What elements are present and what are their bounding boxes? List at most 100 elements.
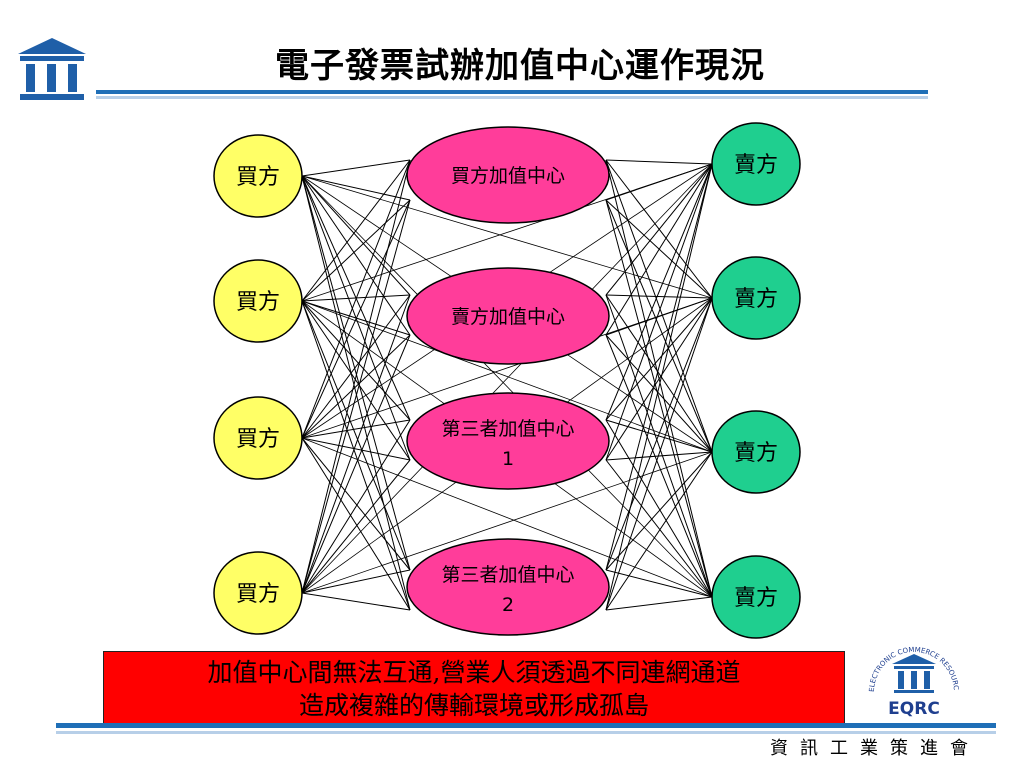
title-divider-shadow: [96, 96, 928, 99]
buyer-hub-line: [301, 592, 411, 611]
hub-seller-line: [605, 159, 713, 165]
buyer-hub-line: [301, 294, 411, 439]
seller-circle: [711, 410, 801, 494]
buyer-hub-line: [301, 199, 411, 594]
seller-node: 賣方: [711, 122, 801, 206]
hub-seller-line: [605, 334, 713, 453]
buyer-node: 買方: [213, 396, 303, 480]
buyer-hub-line: [301, 159, 411, 302]
buyer-circle: [213, 551, 303, 635]
buyer-hub-line: [301, 175, 411, 571]
seller-node: 賣方: [711, 555, 801, 639]
buyer-hub-line: [301, 569, 411, 594]
seller-circle: [711, 256, 801, 340]
buyer-hub-line: [301, 300, 411, 571]
hub-label-line2: 2: [502, 594, 514, 616]
buyer-hub-line: [301, 459, 411, 594]
hub-seller-line: [605, 199, 713, 598]
hub-seller-line: [605, 419, 713, 598]
buyer-node: 買方: [213, 134, 303, 218]
buyer-seller-line: [301, 175, 713, 598]
buyer-hub-line: [301, 419, 411, 439]
value-added-center-node: 買方加值中心: [406, 126, 610, 224]
buyer-seller-line: [301, 163, 713, 594]
value-added-center-node: 賣方加值中心: [406, 267, 610, 365]
seller-label: 賣方: [734, 441, 778, 466]
buyer-hub-line: [301, 437, 411, 461]
note-line-1: 加值中心間無法互通,營業人須透過不同連網通道: [207, 658, 741, 687]
buyer-hub-line: [301, 175, 411, 201]
buyer-circle: [213, 134, 303, 218]
hub-seller-line: [605, 163, 713, 461]
buyer-circle: [213, 259, 303, 343]
hub-seller-line: [605, 159, 713, 299]
hub-seller-line: [605, 159, 713, 453]
buyer-label: 買方: [236, 427, 280, 452]
seller-node: 賣方: [711, 256, 801, 340]
institute-logo: [18, 38, 86, 100]
buyer-hub-line: [301, 419, 411, 594]
hub-seller-line: [605, 451, 713, 571]
seller-label: 賣方: [734, 287, 778, 312]
hub-ellipse: [406, 392, 610, 490]
buyer-hub-line: [301, 199, 411, 439]
hub-label-line2: 1: [502, 448, 514, 470]
buyer-hub-line: [301, 300, 411, 421]
hub-seller-line: [605, 419, 713, 453]
buyer-hub-line: [301, 334, 411, 594]
hub-ellipse: [406, 126, 610, 224]
value-added-center-node: 第三者加值中心 2: [406, 538, 610, 636]
buyer-node: 買方: [213, 259, 303, 343]
note-line-2: 造成複雜的傳輸環境或形成孤島: [298, 691, 649, 720]
buyer-hub-line: [301, 300, 411, 461]
buyer-hub-line: [301, 334, 411, 439]
buyer-circle: [213, 396, 303, 480]
seller-circle: [711, 122, 801, 206]
hub-label-line1: 買方加值中心: [451, 165, 565, 187]
hub-seller-line: [605, 163, 713, 201]
hub-ellipse: [406, 267, 610, 365]
eqrc-mark: EQRC: [888, 699, 940, 719]
hub-label-line1: 第三者加值中心: [441, 564, 574, 586]
connection-lines: [301, 159, 713, 611]
seller-label: 賣方: [734, 586, 778, 611]
buyer-hub-line: [301, 159, 411, 177]
hub-seller-line: [605, 459, 713, 598]
buyer-label: 買方: [236, 582, 280, 607]
hub-seller-line: [605, 294, 713, 453]
organization-name: 資訊工業策進會: [770, 738, 980, 759]
page-title: 電子發票試辦加值中心運作現況: [275, 46, 765, 86]
buyer-seller-line: [301, 451, 713, 594]
hub-seller-line: [605, 294, 713, 598]
eqrc-logo: ELECTRONIC COMMERCE RESOURCES CENTER EQR…: [858, 634, 960, 719]
hub-seller-line: [605, 297, 713, 336]
buyer-hub-line: [301, 159, 411, 439]
buyer-hub-line: [301, 175, 411, 611]
buyer-label: 買方: [236, 165, 280, 190]
hub-seller-line: [605, 159, 713, 598]
hub-seller-line: [605, 334, 713, 598]
buyer-hub-line: [301, 199, 411, 302]
buyer-hub-line: [301, 159, 411, 594]
seller-label: 賣方: [734, 153, 778, 178]
hub-seller-line: [605, 163, 713, 611]
hub-seller-line: [605, 451, 713, 461]
diagram-nodes: 買方買方買方買方賣方賣方賣方賣方買方加值中心賣方加值中心第三者加值中心1第三者加…: [213, 122, 801, 639]
hub-label-line1: 第三者加值中心: [441, 418, 574, 440]
warning-note: 加值中心間無法互通,營業人須透過不同連網通道 造成複雜的傳輸環境或形成孤島: [103, 651, 845, 727]
buyer-hub-line: [301, 175, 411, 336]
hub-seller-line: [605, 297, 713, 571]
hub-seller-line: [605, 451, 713, 611]
footer-divider: [56, 723, 996, 728]
buyer-hub-line: [301, 437, 411, 571]
value-added-center-node: 第三者加值中心 1: [406, 392, 610, 490]
buyer-seller-line: [301, 437, 713, 598]
hub-seller-line: [605, 569, 713, 598]
footer-divider-shadow: [56, 731, 996, 734]
seller-node: 賣方: [711, 410, 801, 494]
buyer-hub-line: [301, 175, 411, 296]
hub-seller-line: [605, 163, 713, 421]
hub-seller-line: [605, 163, 713, 571]
buyer-hub-line: [301, 437, 411, 611]
